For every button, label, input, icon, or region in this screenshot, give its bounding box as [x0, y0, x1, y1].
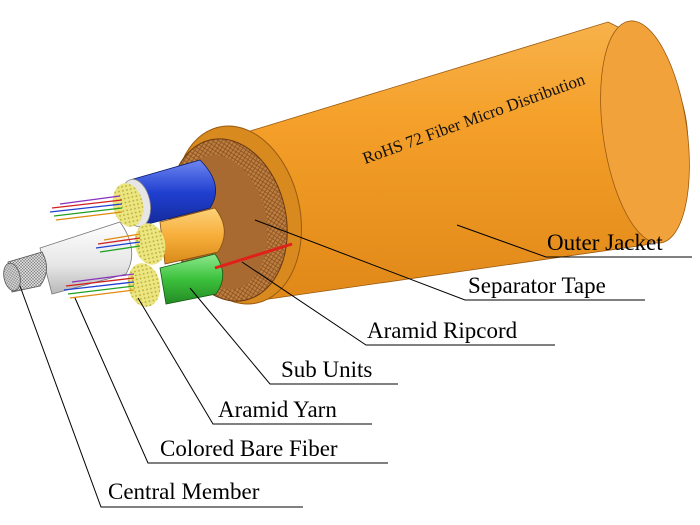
label-separator-tape: Separator Tape: [468, 273, 606, 298]
leader-aramid-yarn: [137, 297, 372, 425]
aramid-yarn-middle: [134, 223, 166, 265]
aramid-ripcord: [214, 242, 293, 270]
leader-sub-units: [189, 287, 398, 385]
aramid-yarn-bottom: [127, 263, 161, 307]
sub-unit-blue: [129, 159, 217, 227]
leader-central-member: [19, 285, 303, 508]
leader-colored-bare-fiber: [74, 297, 388, 464]
label-aramid-yarn: Aramid Yarn: [218, 397, 337, 422]
label-aramid-ripcord: Aramid Ripcord: [367, 318, 518, 343]
label-sub-units: Sub Units: [281, 357, 373, 382]
sub-unit-green: [159, 253, 224, 305]
sub-unit-orange: [159, 207, 225, 265]
leader-outer-jacket: [456, 224, 692, 258]
leader-aramid-ripcord: [241, 261, 555, 346]
sub-unit-white: [39, 221, 133, 295]
label-colored-bare-fiber: Colored Bare Fiber: [160, 436, 338, 461]
aramid-yarn-top: [112, 183, 144, 227]
jacket-far-end: [600, 20, 690, 244]
leader-lines: [19, 219, 692, 508]
colored-bare-fibers: [49, 195, 141, 299]
leader-separator-tape: [254, 219, 645, 301]
label-outer-jacket: Outer Jacket: [547, 230, 663, 255]
label-central-member: Central Member: [108, 479, 260, 504]
